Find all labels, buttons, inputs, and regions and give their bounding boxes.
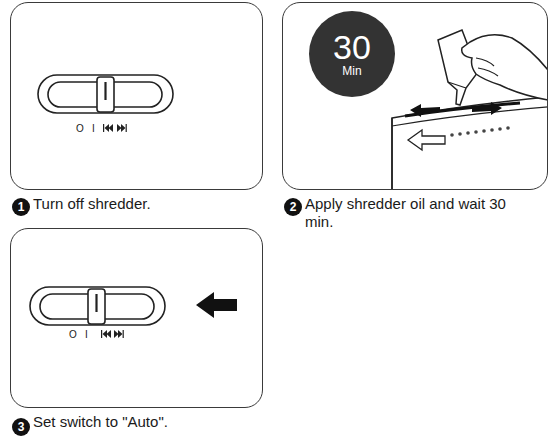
switch-mark: I [92,123,95,134]
skip-icons [103,124,127,132]
timer-circle: 30Min [309,11,395,97]
switch-mark: I [85,329,88,340]
shredder-illustration [392,30,548,190]
step-caption: Turn off shredder. [33,195,258,213]
push-arrow [196,292,237,318]
switch-mark: O [76,123,84,134]
timer-value: 30 [333,30,371,64]
step-caption: Set switch to "Auto". [33,413,258,431]
step-number: 1 [12,198,30,216]
step-panel: Set switch to "Auto". [10,228,263,408]
switch-illustration [30,287,165,325]
step-caption: Apply shredder oil and wait 30 min. [305,195,510,231]
switch-mark: O [69,329,77,340]
step-panel: Apply shredder oil and wait 30 min.30Min [282,2,548,190]
timer-unit: Min [342,64,361,78]
step-number: 3 [12,418,30,436]
skip-icons [101,330,124,338]
step-panel: Turn off shredder. [10,2,263,190]
step-number: 2 [284,198,302,216]
switch-illustration [38,75,173,113]
